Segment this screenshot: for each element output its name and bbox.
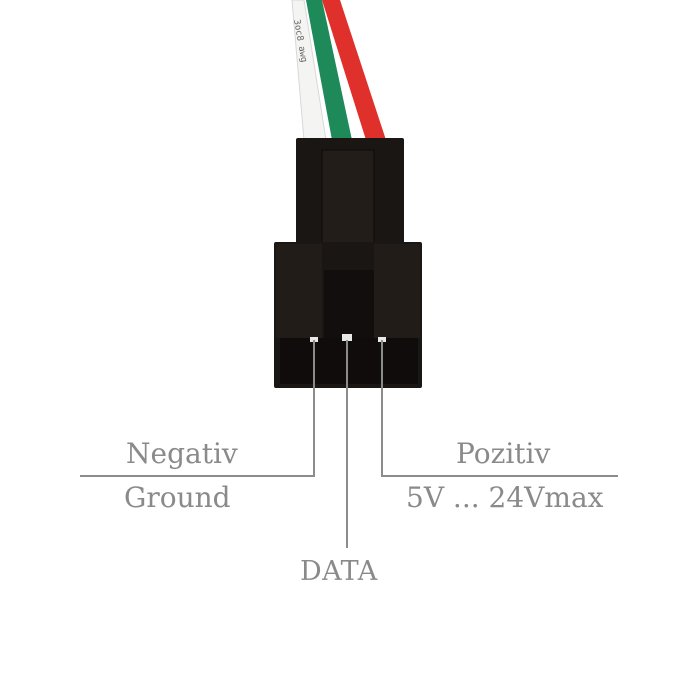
red-wire: [322, 0, 386, 140]
positive-leader-line: [381, 340, 618, 477]
connector-inner-slot: [324, 270, 374, 338]
green-wire: [306, 0, 352, 140]
negativ-label: Negativ: [126, 437, 238, 470]
connector-front-opening: [280, 338, 418, 384]
data-label: DATA: [300, 556, 378, 587]
pins: [310, 334, 386, 342]
connector-left-wing: [276, 244, 322, 338]
pin-data: [342, 334, 352, 341]
pin-ground: [310, 337, 318, 342]
connector-housing: [274, 138, 422, 388]
voltage-label: 5V ... 24Vmax: [406, 481, 604, 514]
ground-label: Ground: [124, 481, 231, 514]
leader-lines: [80, 340, 618, 548]
pozitiv-label: Pozitiv: [456, 437, 551, 470]
ground-leader-line: [80, 340, 315, 477]
connector-right-wing: [374, 244, 420, 338]
wires: 3oc8 awg: [291, 0, 386, 141]
pin-positive: [378, 337, 386, 342]
